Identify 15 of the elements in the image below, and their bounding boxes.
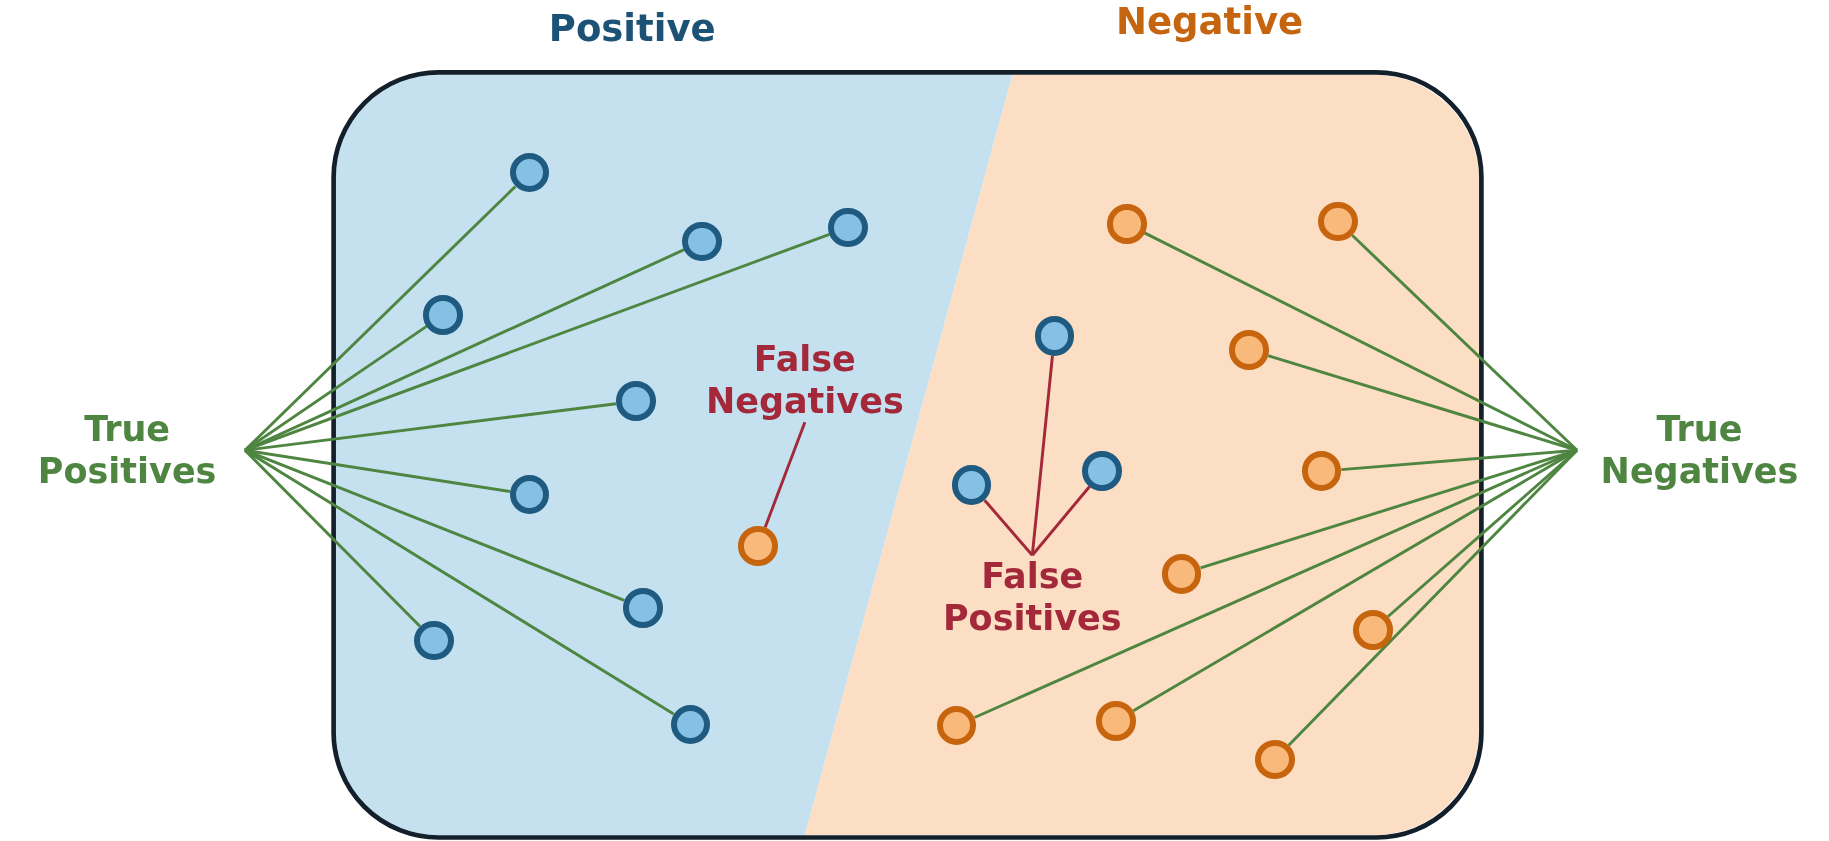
category-label: False Negatives (688, 338, 922, 423)
category-label: True Positives (9, 408, 245, 493)
leader-line (1031, 485, 1091, 557)
leader-line (243, 185, 517, 452)
category-label: False Positives (915, 555, 1149, 640)
leader-line (763, 421, 807, 528)
leader-line (1351, 234, 1579, 452)
leader-line (1386, 449, 1578, 618)
leader-line (244, 449, 675, 716)
leader-line (243, 449, 421, 628)
category-label: True Negatives (1577, 408, 1822, 493)
region-heading: Negative (1116, 0, 1304, 45)
leader-line (1030, 355, 1054, 556)
leader-line (983, 499, 1034, 557)
region-heading: Positive (548, 7, 716, 52)
